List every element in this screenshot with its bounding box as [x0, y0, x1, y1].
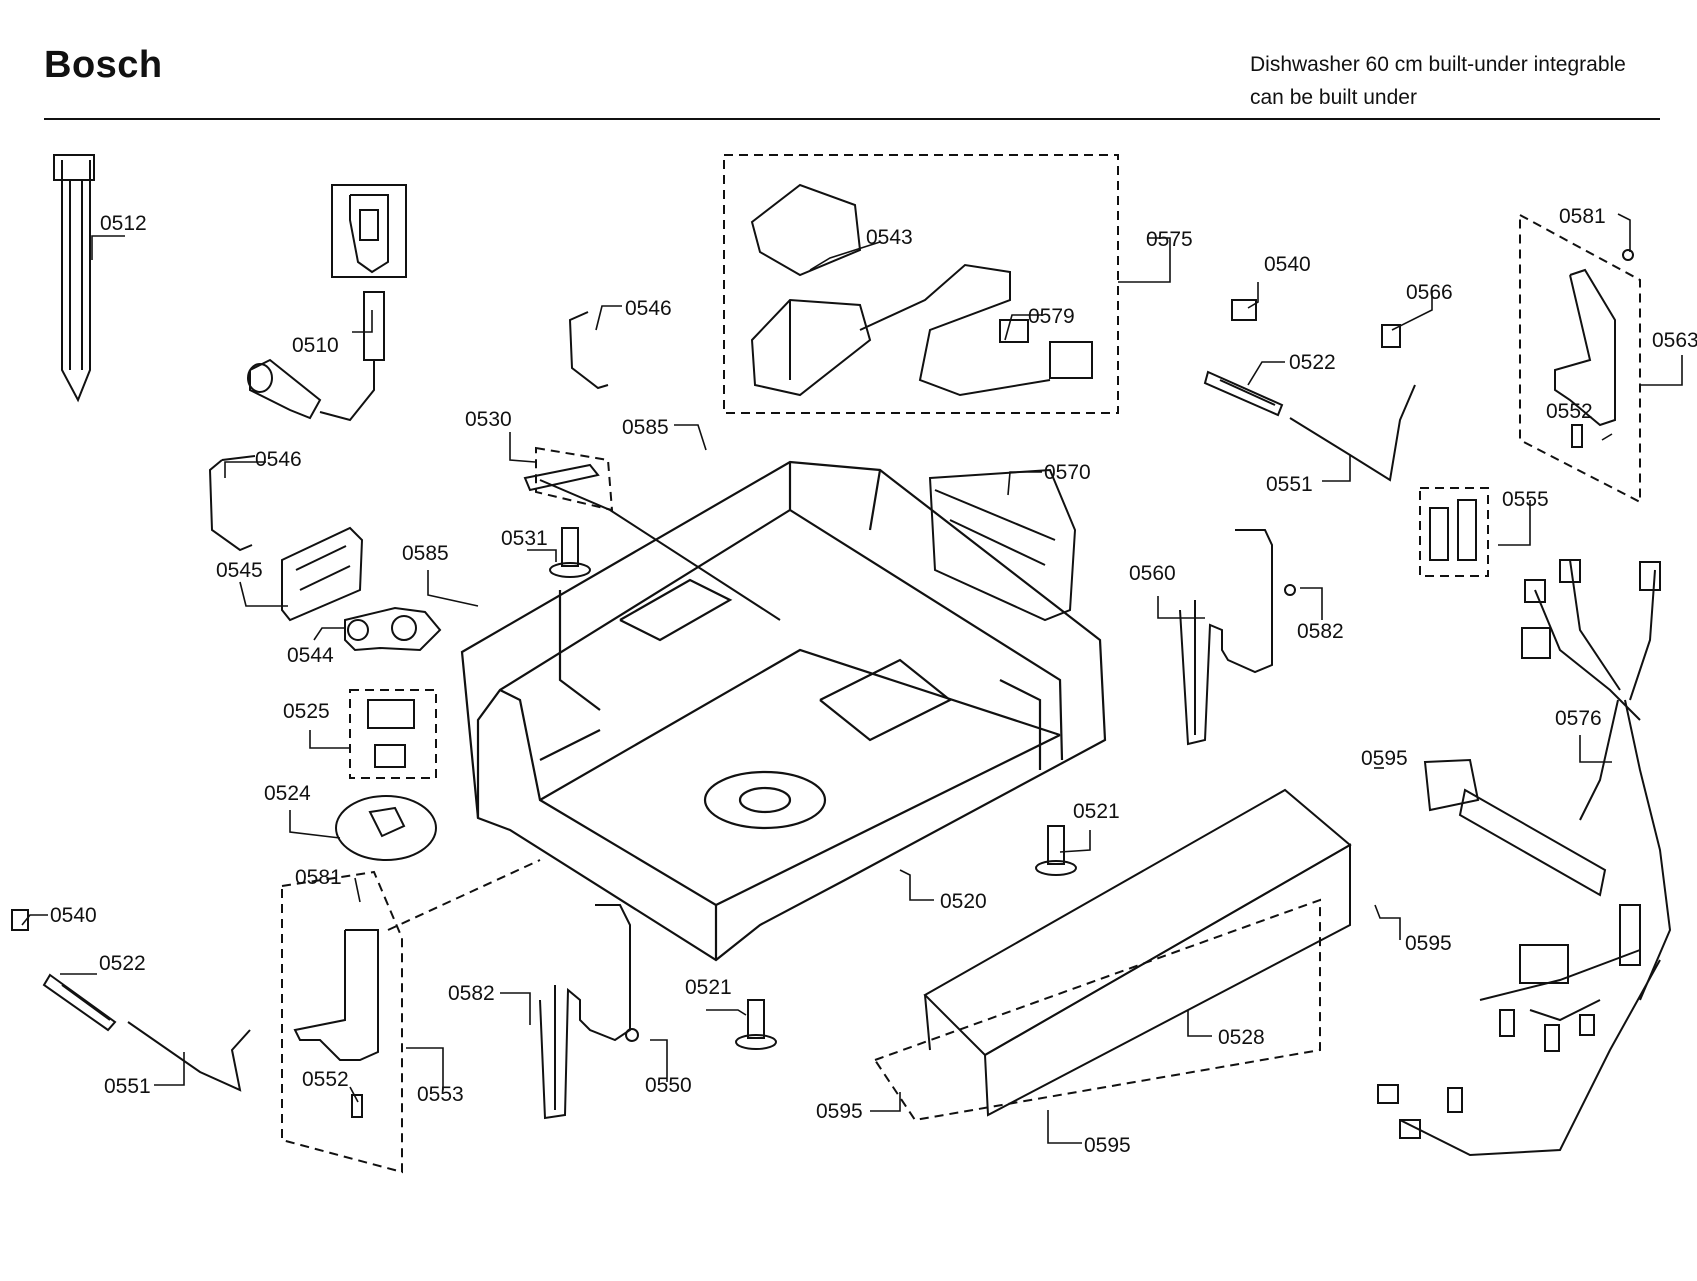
- microswitch-drawing: [367, 699, 415, 768]
- part-label: 0581: [1559, 205, 1606, 228]
- part-label: 0543: [866, 226, 913, 249]
- pressure-switch-drawing: [1231, 299, 1401, 348]
- clip-parts-drawing: [1429, 499, 1477, 561]
- drain-pump-rod-drawing: [53, 154, 95, 403]
- part-label: 0520: [940, 890, 987, 913]
- part-label: 0576: [1555, 707, 1602, 730]
- part-label: 0525: [283, 700, 330, 723]
- part-label: 0540: [50, 904, 97, 927]
- hose-strap-drawing: [523, 463, 781, 621]
- part-label: 0521: [685, 976, 732, 999]
- part-label: 0595: [816, 1100, 863, 1123]
- part-label: 0546: [255, 448, 302, 471]
- part-label: 0512: [100, 212, 147, 235]
- part-label: 0551: [104, 1075, 151, 1098]
- hose-bracket-left-drawing: [208, 455, 256, 552]
- hinge-group-box-left: [281, 870, 403, 1174]
- part-label: 0579: [1028, 305, 1075, 328]
- spring-cable-right-drawing: [1203, 370, 1416, 482]
- subtitle-line-2: can be built under: [1250, 86, 1417, 109]
- base-link-line: [387, 859, 541, 931]
- part-label: 0585: [622, 416, 669, 439]
- part-label: 0575: [1146, 228, 1193, 251]
- hose-group-box: [535, 446, 614, 512]
- part-label: 0510: [292, 334, 339, 357]
- part-label: 0563: [1652, 329, 1697, 352]
- fill-valve-drawing: [344, 606, 442, 652]
- brand-title: Bosch: [44, 44, 163, 86]
- part-label: 0550: [645, 1074, 692, 1097]
- part-label: 0540: [1264, 253, 1311, 276]
- part-label: 0522: [1289, 351, 1336, 374]
- control-module-drawing: [928, 468, 1077, 622]
- valve-bracket-drawing: [349, 194, 389, 274]
- base-frame-drawing: [460, 460, 1107, 962]
- part-label: 0522: [99, 952, 146, 975]
- hinge-left-drawing: [293, 929, 379, 1118]
- part-label: 0553: [417, 1083, 464, 1106]
- part-label: 0551: [1266, 473, 1313, 496]
- part-label: 0544: [287, 644, 334, 667]
- part-label: 0585: [402, 542, 449, 565]
- part-label: 0582: [448, 982, 495, 1005]
- latch-bracket-left-drawing: [11, 909, 251, 1092]
- clip-group-box: [1419, 487, 1489, 577]
- part-label: 0545: [216, 559, 263, 582]
- hinge-center-drawing: [539, 904, 639, 1120]
- hinge-far-right-drawing: [1554, 249, 1634, 448]
- aquastop-hose-drawing: [247, 291, 385, 422]
- part-label: 0595: [1084, 1134, 1131, 1157]
- kickplate-group-box: [873, 898, 1321, 1122]
- valve-bracket-box: [331, 184, 407, 278]
- pump-assembly-group-box: [723, 154, 1119, 414]
- part-label: 0582: [1297, 620, 1344, 643]
- part-label: 0570: [1044, 461, 1091, 484]
- part-label: 0566: [1406, 281, 1453, 304]
- part-label: 0528: [1218, 1026, 1265, 1049]
- wiring-harness-drawing: [1377, 559, 1672, 1157]
- hinge-group-box-right: [1519, 213, 1641, 504]
- adjustable-feet-drawing: [549, 527, 1077, 1050]
- part-label: 0530: [465, 408, 512, 431]
- part-label: 0595: [1361, 747, 1408, 770]
- diagram-subtitle: Dishwasher 60 cm built-under integrable …: [1250, 48, 1626, 114]
- part-label: 0581: [295, 866, 342, 889]
- part-label: 0524: [264, 782, 311, 805]
- part-label: 0521: [1073, 800, 1120, 823]
- part-label: 0552: [1546, 400, 1593, 423]
- part-label: 0531: [501, 527, 548, 550]
- circulation-pump-drawing: [750, 183, 1093, 397]
- level-switch-drawing: [281, 526, 364, 622]
- hose-bracket-top-drawing: [568, 311, 609, 390]
- part-label: 0560: [1129, 562, 1176, 585]
- part-label: 0595: [1405, 932, 1452, 955]
- part-label: 0552: [302, 1068, 349, 1091]
- hinge-right-drawing: [1179, 529, 1296, 746]
- kickplate-drawing: [923, 788, 1352, 1117]
- subtitle-line-1: Dishwasher 60 cm built-under integrable: [1250, 53, 1626, 76]
- part-label: 0555: [1502, 488, 1549, 511]
- switch-group-box: [349, 689, 437, 779]
- leader-lines: [21, 213, 1683, 1144]
- part-label: 0546: [625, 297, 672, 320]
- salt-container-cap-drawing: [335, 795, 437, 861]
- header-divider: [44, 118, 1660, 120]
